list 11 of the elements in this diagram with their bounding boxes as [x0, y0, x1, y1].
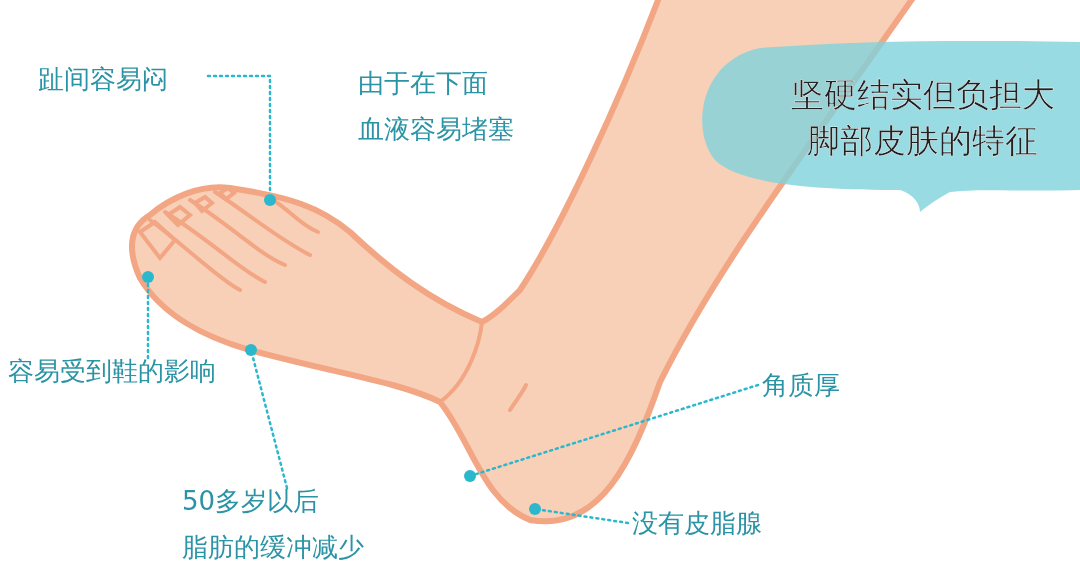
callout-text: 没有皮脂腺	[632, 500, 762, 546]
callout-text: 角质厚	[762, 362, 840, 408]
callout-text: 容易受到鞋的影响	[8, 348, 216, 394]
leader-line	[474, 383, 760, 476]
leader-line	[539, 508, 630, 525]
leader-line	[251, 354, 289, 490]
callout-text: 趾间容易闷	[38, 56, 168, 102]
callout-text: 50多岁以后脂肪的缓冲减少	[182, 478, 364, 570]
note-text: 由于在下面血液容易堵塞	[358, 67, 514, 146]
title: 坚硬结实但负担大脚部皮肤的特征	[789, 74, 1056, 162]
marker-dot	[464, 470, 476, 482]
